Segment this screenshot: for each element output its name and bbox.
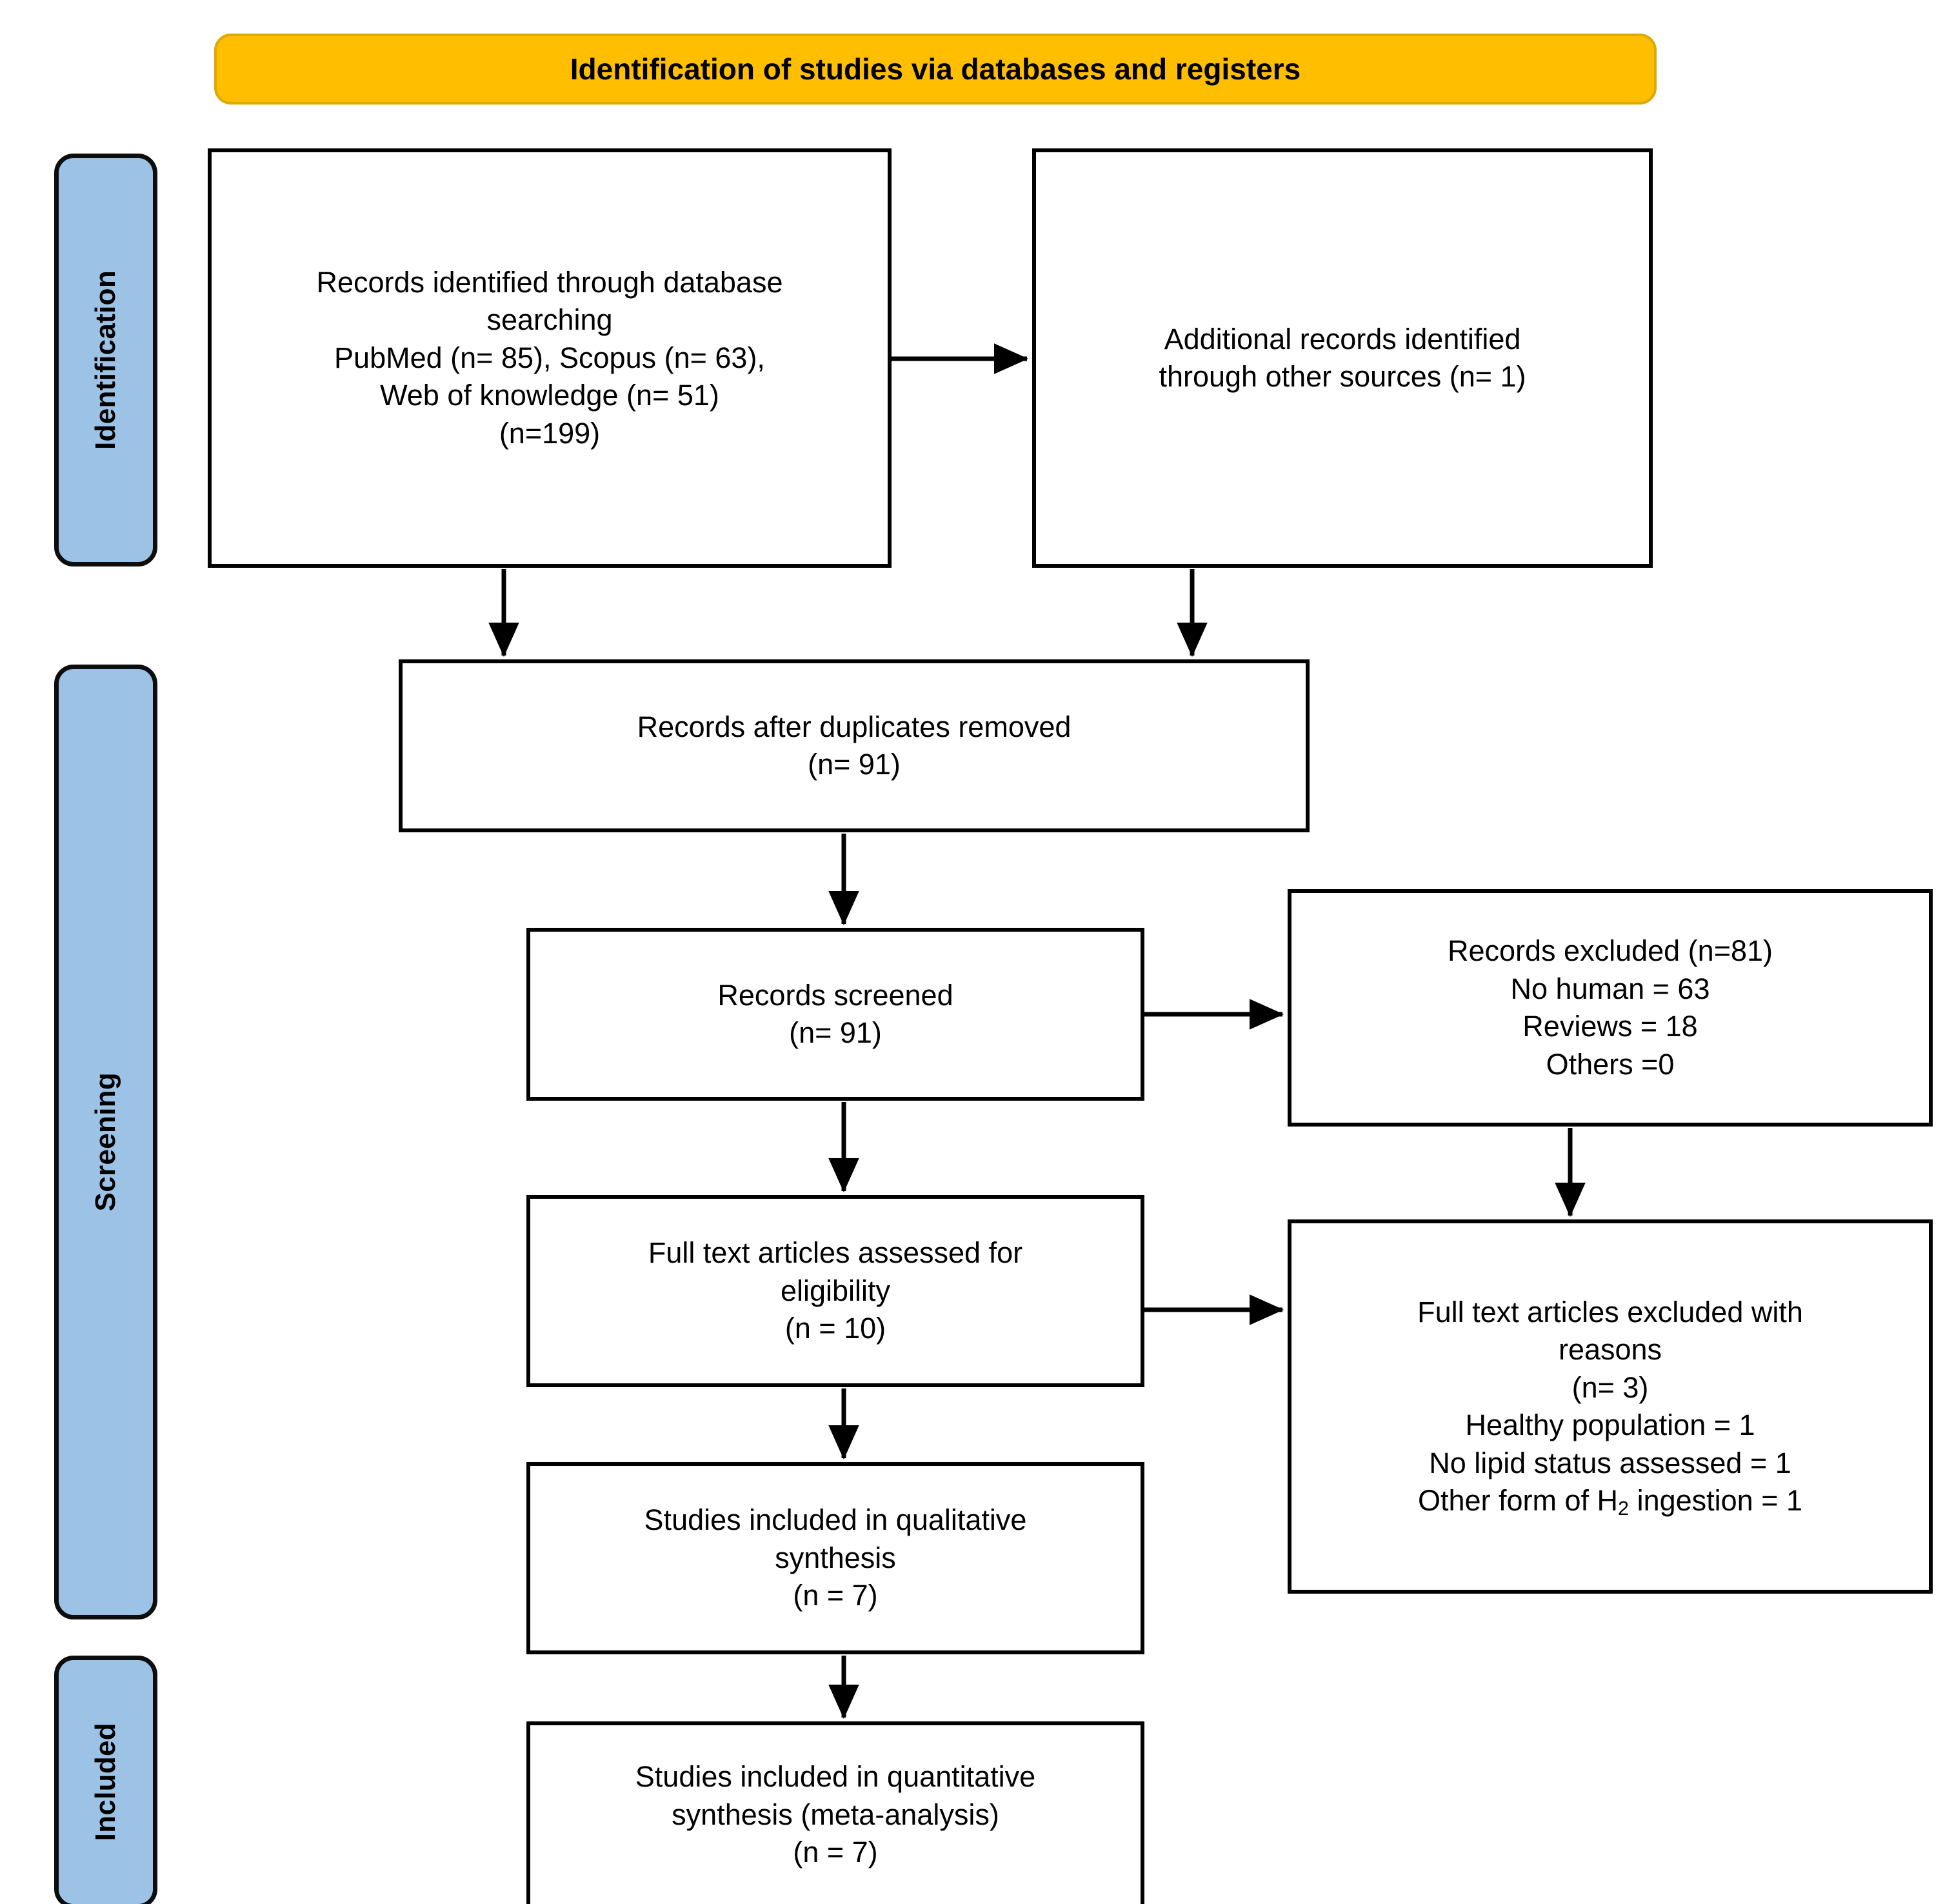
box-quantitative-synthesis-text: Studies included in quantitative synthes… (635, 1760, 1036, 1869)
stage-label-screening: Screening (90, 1072, 121, 1212)
diagram-header-title: Identification of studies via databases … (570, 52, 1301, 86)
box-records-excluded-text: Records excluded (n=81) No human = 63 Re… (1447, 934, 1773, 1081)
box-records-excluded: Records excluded (n=81) No human = 63 Re… (1288, 889, 1933, 1127)
stage-label-included: Included (90, 1723, 121, 1841)
box-fulltext-excluded: Full text articles excluded with reasons… (1288, 1219, 1933, 1594)
box-additional-records: Additional records identified through ot… (1032, 148, 1653, 568)
box-fulltext-excluded-text: Full text articles excluded with reasons… (1301, 1294, 1920, 1520)
box-records-identified-text: Records identified through database sear… (316, 265, 783, 450)
box-additional-records-text: Additional records identified through ot… (1159, 322, 1526, 394)
box-fulltext-assessed-text: Full text articles assessed for eligibil… (648, 1236, 1023, 1345)
box-duplicates-removed: Records after duplicates removed (n= 91) (399, 659, 1310, 832)
box-quantitative-synthesis: Studies included in quantitative synthes… (526, 1721, 1144, 1904)
stage-bar-screening: Screening (54, 665, 157, 1619)
box-fulltext-excluded-text-main: Full text articles excluded with reasons… (1417, 1295, 1803, 1518)
box-records-identified: Records identified through database sear… (208, 148, 892, 568)
stage-bar-included: Included (54, 1656, 157, 1904)
box-qualitative-synthesis: Studies included in qualitative synthesi… (526, 1462, 1144, 1654)
box-fulltext-assessed: Full text articles assessed for eligibil… (526, 1195, 1144, 1387)
diagram-header-banner: Identification of studies via databases … (214, 34, 1657, 105)
box-fulltext-excluded-text-tail: ingestion = 1 (1629, 1484, 1803, 1517)
box-records-screened: Records screened (n= 91) (526, 928, 1144, 1101)
box-qualitative-synthesis-text: Studies included in qualitative synthesi… (644, 1503, 1027, 1612)
hydrogen-subscript: 2 (1618, 1497, 1630, 1519)
box-records-screened-text: Records screened (n= 91) (717, 978, 953, 1050)
box-duplicates-removed-text: Records after duplicates removed (n= 91) (637, 710, 1072, 781)
stage-label-identification: Identification (90, 270, 121, 450)
stage-bar-identification: Identification (54, 154, 157, 566)
